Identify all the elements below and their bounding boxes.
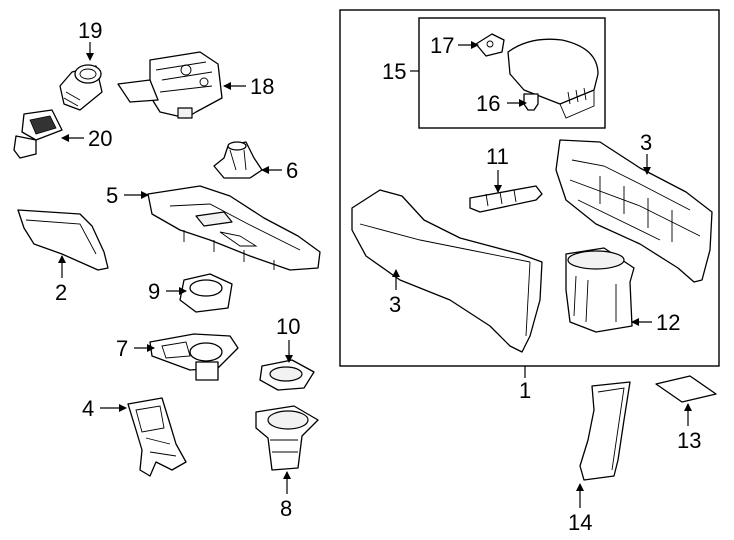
part-10-illustration [259,359,315,391]
part-9-illustration [179,273,233,313]
callout-18: 18 [250,74,274,99]
callout-13: 13 [677,428,701,453]
part-8-illustration [255,405,319,471]
console-assembly-box [339,9,720,367]
part-6-illustration [213,141,263,179]
part-5-illustration [147,185,321,271]
part-3-right-illustration [555,139,713,283]
callout-6: 6 [286,158,298,183]
callout-9: 9 [148,279,160,304]
callout-16: 16 [476,91,500,116]
callout-2: 2 [55,280,67,305]
part-18-illustration [117,51,223,119]
callout-3-left: 3 [389,292,401,317]
callout-20: 20 [88,126,112,151]
part-16-illustration [523,93,539,111]
callout-14: 14 [568,510,592,535]
part-17-illustration [475,33,505,57]
part-13-illustration [655,375,717,403]
callout-3-right: 3 [640,130,652,155]
callout-5: 5 [106,183,118,208]
callout-7: 7 [116,336,128,361]
callout-15: 15 [382,59,406,84]
part-7-illustration [149,333,239,381]
callout-10: 10 [276,314,300,339]
callout-12: 12 [656,310,680,335]
part-4-illustration [127,397,187,477]
part-19-illustration [59,64,103,111]
callout-8: 8 [280,496,292,521]
part-11-illustration [469,185,543,213]
part-12-illustration [565,247,635,333]
callout-4: 4 [82,396,94,421]
callout-11: 11 [486,144,509,169]
callout-17: 17 [430,33,454,58]
part-14-illustration [579,381,631,481]
armrest-lid-illustration [507,38,599,119]
armrest-subassembly-box [418,17,606,129]
part-2-illustration [17,209,109,271]
callout-labels: 19 20 18 6 5 2 9 7 10 4 8 17 15 16 11 3 … [55,18,701,535]
part-3-left-illustration [351,189,543,353]
part-20-illustration [13,109,63,159]
leader-lines [58,41,692,508]
callout-19: 19 [78,18,102,43]
callout-1: 1 [519,378,531,403]
